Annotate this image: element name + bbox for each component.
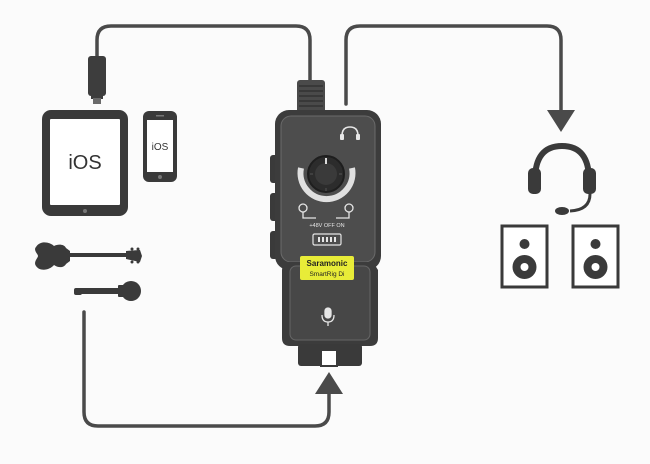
lightning-cable bbox=[95, 24, 312, 82]
phantom-switch[interactable] bbox=[312, 233, 342, 246]
input-arrow bbox=[315, 372, 343, 394]
headphone-icon bbox=[528, 142, 596, 215]
guitar-icon bbox=[35, 242, 142, 270]
connection-lines bbox=[82, 24, 563, 428]
input-selector-diagram bbox=[298, 203, 354, 219]
brand-name: Saramonic bbox=[307, 259, 348, 268]
ipad-device: iOS bbox=[42, 110, 128, 216]
output-arrow bbox=[547, 110, 575, 132]
speaker-icon bbox=[500, 224, 549, 289]
input-line bbox=[82, 310, 331, 428]
iphone-device: iOS bbox=[143, 111, 177, 182]
ipad-os-label: iOS bbox=[68, 152, 101, 174]
microphone-icon bbox=[74, 281, 141, 301]
model-name: SmartRig Di bbox=[309, 271, 344, 278]
device-mic-icon bbox=[321, 307, 335, 326]
output-line bbox=[344, 24, 563, 112]
iphone-os-label: iOS bbox=[152, 142, 169, 153]
smartrig-device: +48V OFF ON Saramonic SmartRig Di bbox=[270, 80, 381, 367]
device-headphone-icon bbox=[341, 126, 359, 137]
phantom-switch-label: +48V OFF ON bbox=[309, 223, 344, 229]
lightning-connector bbox=[88, 56, 106, 104]
brand-label bbox=[300, 256, 354, 280]
speaker-icon-right bbox=[571, 224, 620, 289]
